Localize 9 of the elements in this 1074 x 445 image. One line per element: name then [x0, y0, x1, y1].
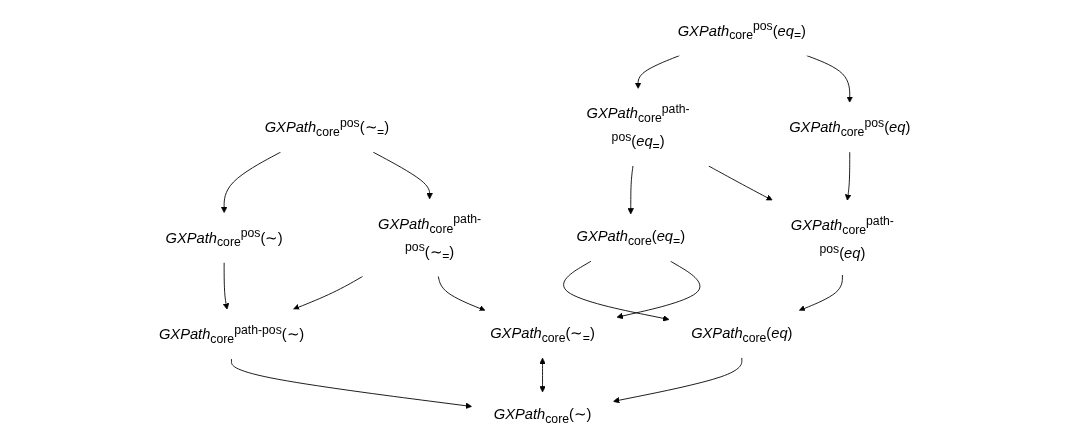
node-text: GXPath$_{core}$$^{pos}$(eq) — [788, 115, 910, 139]
node-text: GXPath$_{core}$$^{pos}$(∼$_{=}$) — [264, 115, 389, 139]
node-text: GXPath$_{core}$(∼$_{=}$) — [489, 324, 595, 345]
node-text: GXPath$_{core}$$^{pos}$(eq$_{=}$) — [677, 19, 806, 43]
node-text: GXPath$_{core}$(∼) — [493, 406, 591, 426]
node-text: GXPath$_{core}$(eq) — [690, 324, 793, 345]
node-text: GXPath$_{core}$(eq$_{=}$) — [576, 228, 685, 248]
node-text: GXPath$_{core}$$^{pos}$(∼) — [165, 226, 283, 250]
node-text: GXPath$_{core}$$^{path-pos}$(∼) — [158, 322, 304, 346]
